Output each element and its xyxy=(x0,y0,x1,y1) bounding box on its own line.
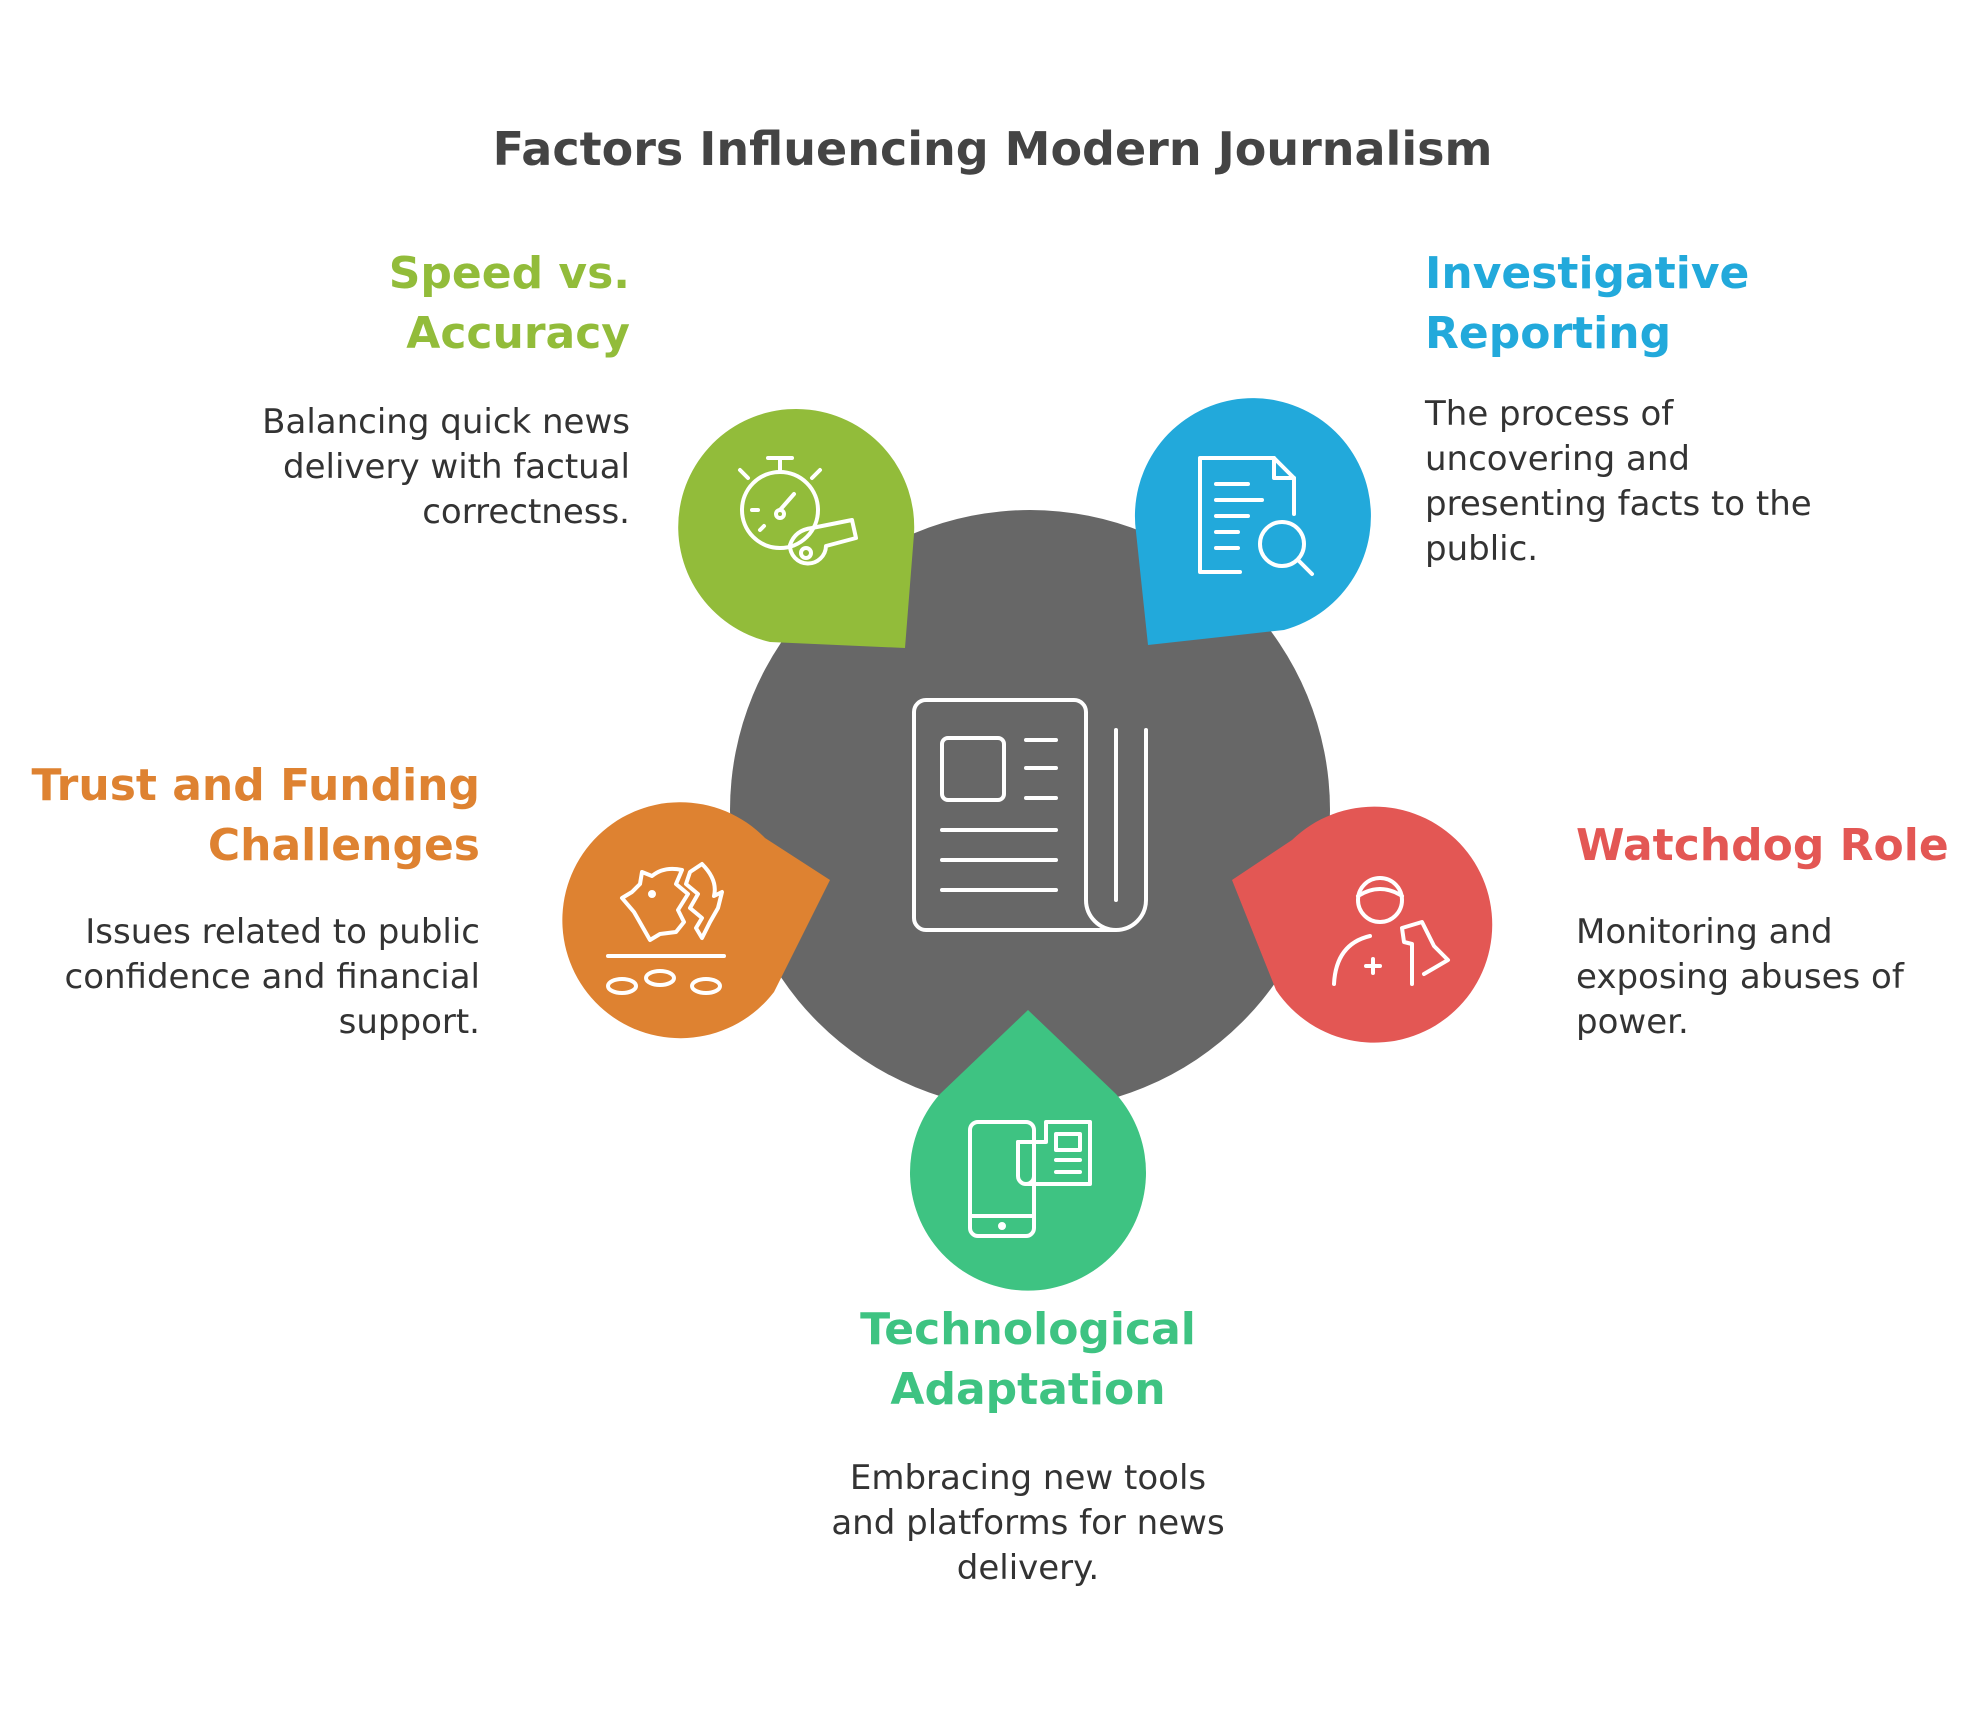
desc-trust-line-2: confidence and financial xyxy=(64,957,480,997)
desc-watchdog-line-3: power. xyxy=(1576,1002,1689,1042)
stopwatch-whistle-icon xyxy=(738,456,858,566)
desc-speed: Balancing quick news delivery with factu… xyxy=(262,400,630,535)
desc-watchdog-line-1: Monitoring and xyxy=(1576,912,1833,952)
heading-speed-line-1: Speed vs. xyxy=(388,248,630,299)
desc-technological-line-2: and platforms for news xyxy=(831,1503,1225,1543)
desc-watchdog-line-2: exposing abuses of xyxy=(1576,957,1904,997)
heading-investigative-line-2: Reporting xyxy=(1425,308,1672,359)
desc-watchdog: Monitoring and exposing abuses of power. xyxy=(1576,910,1904,1045)
mobile-news-icon xyxy=(968,1120,1092,1238)
heading-trust-line-1: Trust and Funding xyxy=(31,760,481,811)
petal-trust xyxy=(562,802,830,1039)
heading-investigative-line-1: Investigative xyxy=(1425,248,1750,299)
heading-technological: Technological Adaptation xyxy=(728,1300,1328,1420)
desc-investigative: The process of uncovering and presenting… xyxy=(1425,392,1812,572)
desc-investigative-line-1: The process of xyxy=(1425,394,1674,434)
desc-investigative-line-4: public. xyxy=(1425,529,1539,569)
desc-speed-line-3: correctness. xyxy=(422,492,630,532)
petal-investigative xyxy=(1134,398,1371,645)
petal-watchdog xyxy=(1232,806,1493,1043)
central-hub xyxy=(730,510,1330,1110)
desc-speed-line-1: Balancing quick news xyxy=(262,402,630,442)
heading-trust-line-2: Challenges xyxy=(207,820,480,871)
desc-trust-line-3: support. xyxy=(338,1002,480,1042)
page-title: Factors Influencing Modern Journalism xyxy=(492,122,1493,176)
desc-technological: Embracing new tools and platforms for ne… xyxy=(728,1456,1328,1591)
petal-technological xyxy=(910,1010,1146,1291)
petal-speed xyxy=(678,408,915,648)
heading-technological-line-2: Adaptation xyxy=(890,1364,1166,1415)
desc-trust-line-1: Issues related to public xyxy=(85,912,480,952)
heading-technological-line-1: Technological xyxy=(860,1304,1196,1355)
heading-investigative: Investigative Reporting xyxy=(1425,244,1749,364)
heading-trust: Trust and Funding Challenges xyxy=(32,756,481,876)
desc-speed-line-2: delivery with factual xyxy=(283,447,630,487)
heading-speed: Speed vs. Accuracy xyxy=(389,244,630,364)
broken-piggy-bank-icon xyxy=(606,862,726,995)
heading-watchdog: Watchdog Role xyxy=(1576,816,1949,876)
heading-speed-line-2: Accuracy xyxy=(406,308,630,359)
desc-investigative-line-2: uncovering and xyxy=(1425,439,1690,479)
document-search-icon xyxy=(1198,456,1314,576)
desc-technological-line-3: delivery. xyxy=(956,1548,1100,1588)
heading-watchdog-line-1: Watchdog Role xyxy=(1576,820,1949,871)
inspector-flag-icon xyxy=(1332,876,1450,986)
newspaper-icon xyxy=(912,698,1148,932)
desc-technological-line-1: Embracing new tools xyxy=(849,1458,1207,1498)
desc-trust: Issues related to public confidence and … xyxy=(65,910,480,1045)
desc-investigative-line-3: presenting facts to the xyxy=(1425,484,1812,524)
